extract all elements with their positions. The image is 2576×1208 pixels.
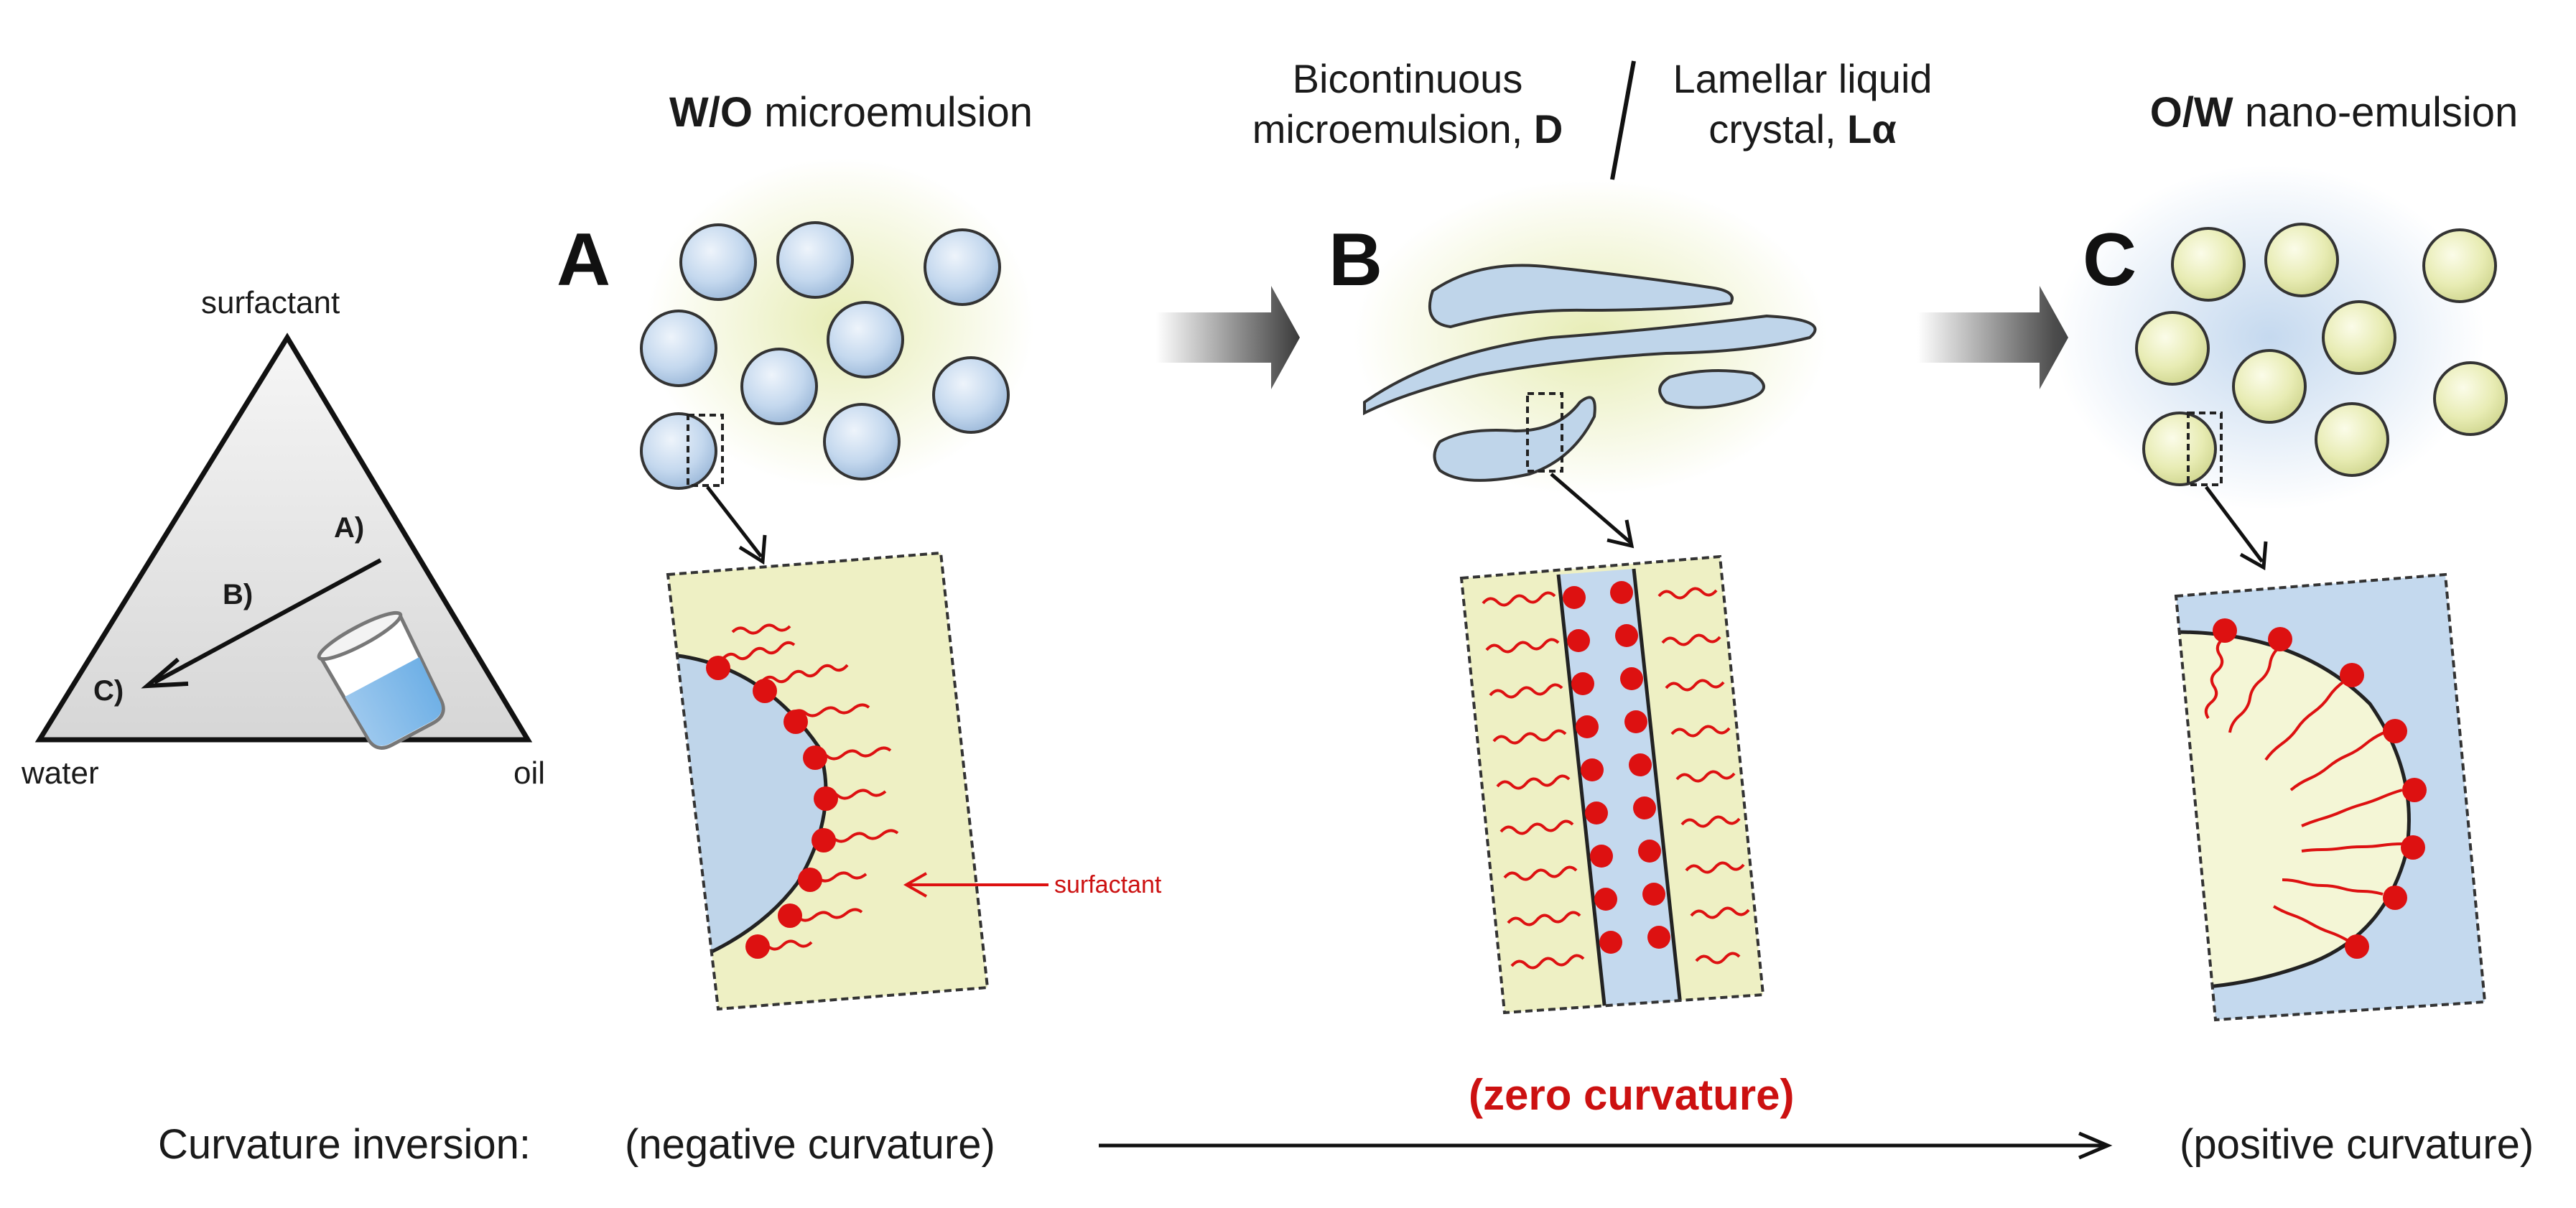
process-arrow-a-to-b	[1156, 286, 1300, 389]
header-b-right-bold: Lα	[1847, 106, 1897, 152]
positive-curvature-label: (positive curvature)	[2180, 1121, 2534, 1168]
header-c-rest: nano-emulsion	[2244, 89, 2519, 136]
header-b-left-text: Bicontinuous microemulsion,	[1252, 56, 1523, 152]
beaker-icon	[317, 610, 445, 750]
composition-path-arrow	[141, 558, 382, 689]
surfactant-pointer-arrow	[903, 872, 1048, 898]
header-b-divider	[1610, 60, 1636, 180]
panel-c-droplets	[2054, 165, 2508, 571]
panel-label-a: A	[557, 218, 611, 302]
header-b-left-bold: D	[1533, 106, 1563, 152]
header-b-right-text: Lamellar liquid crystal,	[1673, 56, 1933, 152]
header-a: W/O microemulsion	[650, 92, 1052, 134]
footer-label: Curvature inversion:	[158, 1121, 531, 1168]
triangle-top-label: surfactant	[201, 285, 340, 320]
surfactant-label: surfactant	[1054, 871, 1162, 898]
ternary-diagram	[34, 333, 533, 750]
header-b-left: Bicontinuous microemulsion, D	[1228, 54, 1587, 154]
negative-curvature-label: (negative curvature)	[625, 1121, 995, 1168]
panel-b-bicontinuous	[1354, 180, 1828, 549]
panel-a-droplets	[640, 158, 1034, 565]
header-a-bold: W/O	[669, 89, 753, 136]
panel-c-zoom	[2174, 572, 2487, 1022]
curvature-inversion-arrow	[1099, 1131, 2113, 1160]
panel-label-c: C	[2083, 218, 2137, 302]
panel-b-zoom	[1459, 554, 1765, 1015]
triangle-right-label: oil	[513, 756, 546, 791]
process-arrow-b-to-c	[1917, 286, 2068, 389]
panel-a-zoom	[666, 551, 1048, 1011]
triangle-path-c: C)	[93, 675, 124, 707]
zero-curvature-label: (zero curvature)	[1469, 1071, 1795, 1119]
header-c: O/W nano-emulsion	[2126, 92, 2542, 134]
triangle-left-label: water	[22, 756, 99, 791]
panel-label-b: B	[1329, 218, 1383, 302]
triangle-path-a: A)	[334, 512, 365, 544]
header-b-right: Lamellar liquid crystal, Lα	[1645, 54, 1961, 154]
triangle-path-b: B)	[223, 579, 254, 610]
header-c-bold: O/W	[2149, 89, 2233, 136]
header-a-rest: microemulsion	[764, 89, 1033, 136]
